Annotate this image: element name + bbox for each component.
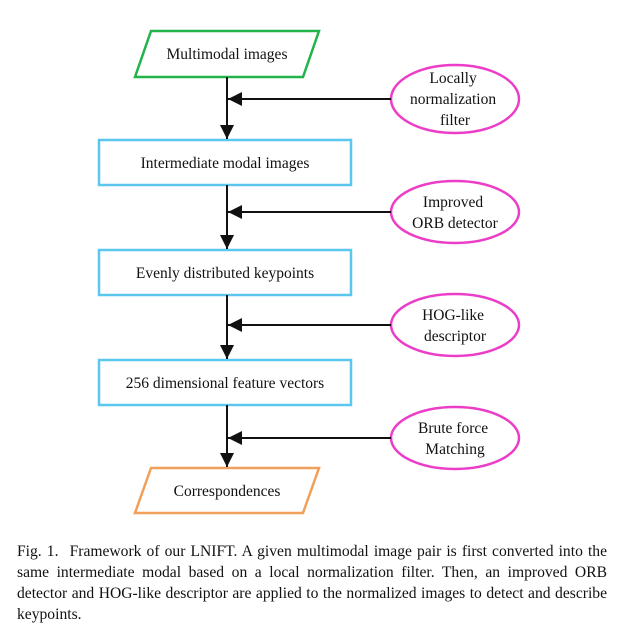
op-ellipse-hog-descriptor xyxy=(389,292,521,358)
step-box-feature-vectors xyxy=(97,358,353,407)
figure-caption-text: Framework of our LNIFT. A given multimod… xyxy=(17,543,607,623)
step-box-intermediate xyxy=(97,138,353,187)
output-label: Correspondences xyxy=(174,483,281,500)
op-label-normalization-filter: Locally normalization filter xyxy=(410,70,500,129)
step-label-intermediate: Intermediate modal images xyxy=(141,155,310,172)
op-label-hog-descriptor: HOG-like descriptor xyxy=(422,307,488,345)
figure-caption-label: Fig. 1. xyxy=(17,543,59,560)
op-label-orb-detector: Improved ORB detector xyxy=(412,194,498,232)
step-box-keypoints xyxy=(97,248,353,297)
op-ellipse-brute-force xyxy=(389,405,521,471)
step-label-keypoints: Evenly distributed keypoints xyxy=(136,265,314,282)
output-parallelogram xyxy=(133,466,321,515)
input-parallelogram xyxy=(133,29,321,79)
step-label-feature-vectors: 256 dimensional feature vectors xyxy=(126,375,324,392)
flowchart-diagram: Multimodal images Intermediate modal ima… xyxy=(97,29,521,515)
figure-caption: Fig. 1. Framework of our LNIFT. A given … xyxy=(17,541,607,625)
op-ellipse-orb-detector xyxy=(389,179,521,245)
op-label-brute-force: Brute force Matching xyxy=(418,420,492,458)
input-label: Multimodal images xyxy=(167,46,288,63)
